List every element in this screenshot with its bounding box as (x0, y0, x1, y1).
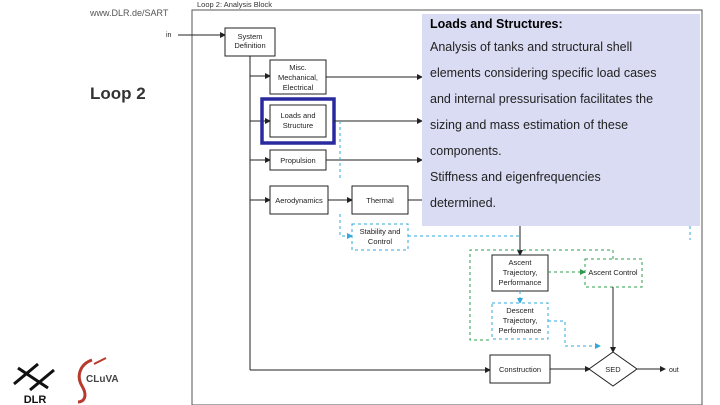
thermal-box (351, 185, 409, 215)
sed-diamond (588, 351, 638, 387)
ascent-label-2: Trajectory, (503, 268, 538, 277)
in-label: in (166, 32, 172, 39)
system-definition-label-1: System (237, 32, 262, 41)
aerodynamics-box (269, 185, 329, 215)
callout-line: determined. (430, 196, 497, 210)
ascent-control-label: Ascent Control (588, 268, 638, 277)
aero-to-stability (339, 214, 353, 239)
callout-line: elements considering specific load cases (430, 66, 657, 80)
loads-label-1: Loads and (280, 111, 315, 120)
cluva-logo: CLuVA (77, 357, 119, 404)
analysis-block-frame (191, 9, 703, 405)
construction-label: Construction (499, 365, 541, 374)
callout-title: Loads and Structures: (430, 17, 563, 31)
descent-out (548, 320, 601, 349)
callout-line: Stiffness and eigenfrequencies (430, 170, 601, 184)
cluva-logo-text: CLuVA (86, 374, 119, 385)
misc-label-1: Misc. (289, 63, 307, 72)
descent-label-2: Trajectory, (503, 316, 538, 325)
callout-line: sizing and mass estimation of these (430, 118, 629, 132)
dlr-logo: DLR (13, 362, 55, 405)
callout-line: components. (430, 144, 502, 158)
ascent-label-1: Ascent (509, 258, 533, 267)
frame-title: Loop 2: Analysis Block (197, 0, 273, 9)
ascent-control-loop (469, 249, 614, 341)
loop-label: Loop 2 (90, 84, 146, 103)
right-feedback-line (689, 199, 700, 240)
misc-label-3: Electrical (283, 83, 314, 92)
propulsion-label: Propulsion (280, 156, 315, 165)
descent-trajectory-box (491, 302, 549, 340)
ascent-control-box (584, 258, 643, 288)
loads-label-2: Structure (283, 121, 313, 130)
out-label: out (669, 367, 679, 374)
aerodynamics-label: Aerodynamics (275, 196, 323, 205)
system-definition-box (224, 27, 276, 57)
dlr-logo-text: DLR (24, 394, 47, 405)
descent-label-3: Performance (499, 326, 542, 335)
stability-out (408, 235, 523, 256)
descent-label-1: Descent (506, 306, 534, 315)
thermal-label: Thermal (366, 196, 394, 205)
system-definition-label-2: Definition (234, 41, 265, 50)
stability-control-box (351, 223, 409, 251)
callout-line: Analysis of tanks and structural shell (430, 40, 633, 54)
construction-box (489, 354, 551, 384)
header-url: www.DLR.de/SART (90, 8, 169, 18)
callout-line: and internal pressurisation facilitates … (430, 92, 654, 106)
loads-structure-box (269, 104, 327, 138)
loads-structures-callout: Loads and Structures: Analysis of tanks … (422, 14, 700, 226)
misc-box (269, 59, 327, 95)
misc-label-2: Mechanical, (278, 73, 318, 82)
ascent-label-3: Performance (499, 278, 542, 287)
stability-label-2: Control (368, 237, 393, 246)
stability-label-1: Stability and (360, 227, 401, 236)
sed-label: SED (605, 365, 621, 374)
